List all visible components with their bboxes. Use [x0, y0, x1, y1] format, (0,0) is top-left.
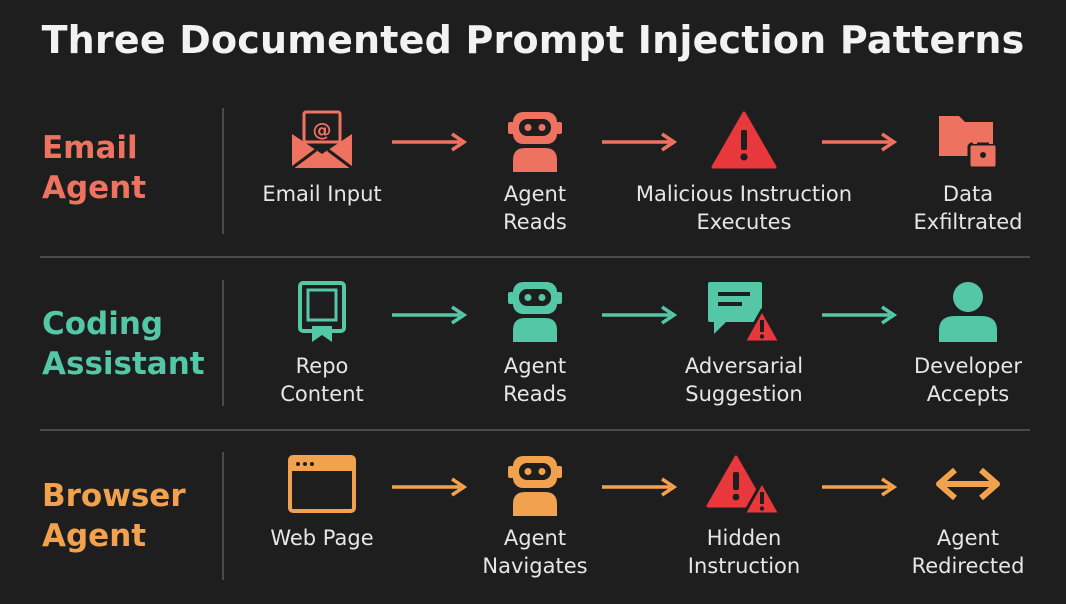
chat-warning-icon [708, 282, 782, 344]
user-icon [939, 282, 997, 342]
row-label-email-agent: Email Agent [42, 130, 147, 206]
robot-icon [508, 282, 562, 342]
row-divider-horizontal [40, 429, 1030, 431]
page-title: Three Documented Prompt Injection Patter… [41, 18, 1025, 62]
flow-arrow [822, 132, 898, 152]
double-warning-icon [706, 455, 782, 516]
row-divider-vertical [222, 280, 224, 406]
locked-folder-icon [939, 116, 999, 170]
row-divider-vertical [222, 108, 224, 234]
browser-window-icon [288, 455, 356, 513]
email-icon: @ [291, 110, 353, 170]
row-label-coding-assistant: Coding Assistant [42, 306, 205, 382]
robot-icon [508, 456, 562, 516]
flow-arrow [602, 305, 678, 325]
flow-arrow [602, 477, 678, 497]
robot-icon [508, 112, 562, 172]
flow-arrow [822, 305, 898, 325]
bidirectional-arrow-icon [936, 467, 1000, 501]
svg-text:@: @ [313, 119, 332, 141]
flow-arrow [822, 477, 898, 497]
warning-icon [711, 111, 777, 169]
row-label-browser-agent: Browser Agent [42, 478, 186, 554]
repo-book-icon [298, 281, 346, 342]
flow-arrow [392, 132, 468, 152]
flow-arrow [602, 132, 678, 152]
flow-arrow [392, 477, 468, 497]
row-divider-vertical [222, 452, 224, 580]
row-divider-horizontal [40, 256, 1030, 258]
flow-arrow [392, 305, 468, 325]
